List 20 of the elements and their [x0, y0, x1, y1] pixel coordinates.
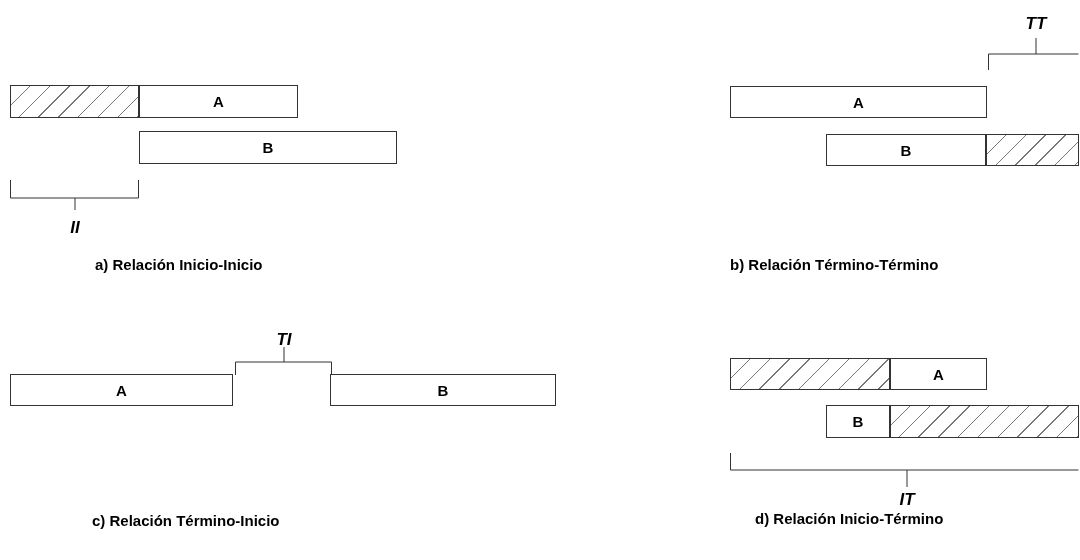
panel-caption: c) Relación Término-Inicio — [92, 512, 280, 529]
activity-bar: A — [10, 374, 233, 406]
dimension-label: TT — [1025, 14, 1047, 34]
activity-bar: A — [890, 358, 987, 390]
hatched-bar — [986, 134, 1079, 166]
activity-bar: B — [330, 374, 556, 406]
hatched-bar — [730, 358, 890, 390]
panel-caption: a) Relación Inicio-Inicio — [95, 256, 263, 273]
activity-bar: A — [139, 85, 298, 118]
dimension-label: II — [70, 218, 80, 238]
hatched-bar — [890, 405, 1079, 438]
activity-bar: B — [826, 405, 890, 438]
panel-caption: b) Relación Término-Término — [730, 256, 939, 273]
dimension-label: IT — [899, 490, 915, 510]
activity-bar: B — [139, 131, 397, 164]
panel-caption: d) Relación Inicio-Término — [755, 510, 944, 527]
hatched-bar — [10, 85, 139, 118]
activity-bar: A — [730, 86, 987, 118]
dimension-label: TI — [276, 330, 292, 350]
activity-bar: B — [826, 134, 986, 166]
